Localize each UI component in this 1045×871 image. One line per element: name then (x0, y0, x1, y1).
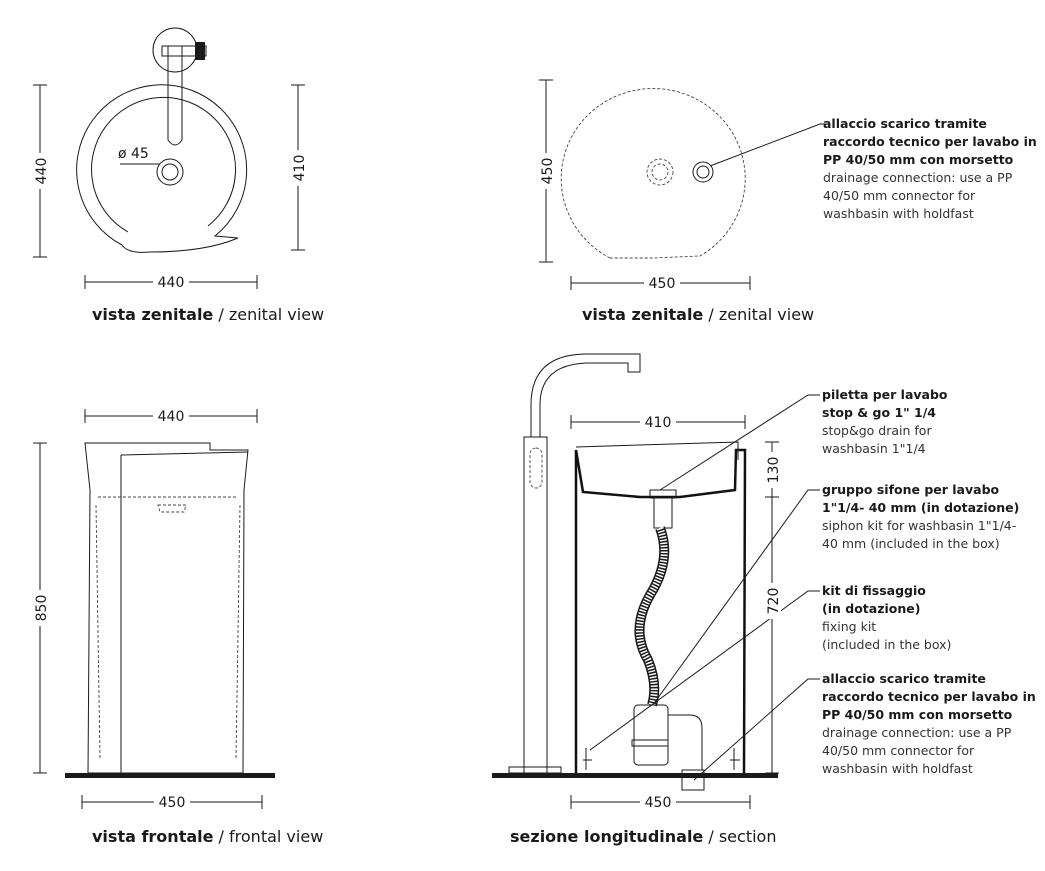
svg-text:drainage connection: use a PP: drainage connection: use a PP (822, 725, 1012, 740)
fixing-kit (583, 748, 740, 770)
dim-height-label: 440 (34, 158, 50, 185)
basin-outline (76, 84, 248, 253)
pedestal-outline (84, 442, 249, 774)
svg-text:siphon kit for washbasin 1"1/4: siphon kit for washbasin 1"1/4- (822, 518, 1016, 533)
view-bottom-left: 440 850 450 vista frontale / frontal vie… (31, 408, 323, 846)
dim-top-label: 410 (645, 415, 672, 431)
drain-hidden-inner (651, 163, 669, 181)
drain-hidden-outer (646, 158, 674, 186)
dim-height-label: 850 (34, 595, 50, 622)
tap-lever-end (195, 42, 205, 60)
drain-connector (681, 769, 705, 791)
basin-inner-rim (91, 96, 237, 233)
svg-text:(in dotazione): (in dotazione) (822, 601, 920, 616)
tap-mixer-hidden (529, 447, 543, 489)
drain-hole-outer (156, 158, 184, 186)
view-bottom-right: 410 130 720 450 piletta per lavabo stop … (492, 353, 1036, 846)
dim-top-label: 440 (158, 409, 185, 425)
svg-text:(included in the box): (included in the box) (822, 637, 951, 652)
note-piletta: piletta per lavabo stop & go 1" 1/4 stop… (822, 387, 948, 456)
svg-text:1"1/4- 40 mm (in dotazione): 1"1/4- 40 mm (in dotazione) (822, 500, 1019, 515)
svg-text:gruppo sifone per lavabo: gruppo sifone per lavabo (822, 482, 1000, 497)
tap-base-circle (152, 27, 198, 73)
caption-bottom-left: vista frontale / frontal view (92, 827, 323, 846)
svg-text:allaccio scarico tramite: allaccio scarico tramite (822, 671, 986, 686)
svg-text:fixing kit: fixing kit (822, 619, 876, 634)
tap-spout (530, 353, 641, 437)
leader-drain-top (709, 123, 826, 167)
leader-fissaggio (589, 590, 820, 751)
svg-text:40/50 mm connector for: 40/50 mm connector for (823, 188, 976, 203)
drain-body (653, 497, 673, 529)
svg-text:allaccio scarico tramite: allaccio scarico tramite (823, 116, 987, 131)
svg-text:stop & go 1" 1/4: stop & go 1" 1/4 (822, 405, 936, 420)
tap-lever (161, 45, 207, 57)
basin-outline-dashed (560, 88, 746, 259)
dim-bottom-label: 450 (645, 795, 672, 811)
view-top-left: ø 45 440 410 440 vista zenitale / zenita… (31, 27, 324, 324)
drain-connection-inner (696, 165, 710, 179)
dim-width-label: 440 (158, 275, 185, 291)
leader-sifone (654, 489, 820, 703)
dim-height-label: 450 (540, 158, 556, 185)
note-drain-bottom: allaccio scarico tramite raccordo tecnic… (822, 671, 1036, 776)
floor-line (492, 773, 778, 778)
leader-drain-bottom (693, 678, 820, 781)
svg-text:stop&go drain for: stop&go drain for (822, 423, 932, 438)
svg-text:40 mm (included in the box): 40 mm (included in the box) (822, 536, 1000, 551)
svg-text:washbasin with holdfast: washbasin with holdfast (822, 761, 973, 776)
dim-130-label: 130 (766, 457, 782, 484)
caption-top-right: vista zenitale / zenital view (582, 305, 814, 324)
note-fissaggio: kit di fissaggio (in dotazione) fixing k… (822, 583, 951, 652)
dim-bottom-label: 450 (159, 795, 186, 811)
caption-top-left: vista zenitale / zenital view (92, 305, 324, 324)
tap-column (523, 436, 548, 774)
note-drain-top: allaccio scarico tramite raccordo tecnic… (823, 116, 1037, 221)
leader-piletta (659, 394, 820, 491)
dim-inner-label: 410 (292, 155, 308, 182)
svg-text:PP 40/50 mm con morsetto: PP 40/50 mm con morsetto (823, 152, 1014, 167)
svg-text:washbasin with holdfast: washbasin with holdfast (823, 206, 974, 221)
front-panel-edge (120, 451, 249, 773)
siphon-outlet (668, 714, 703, 770)
svg-text:raccordo tecnico per lavabo in: raccordo tecnico per lavabo in (823, 134, 1037, 149)
pedestal-section (574, 448, 747, 774)
dim-720-label: 720 (766, 588, 782, 615)
hole-diameter-label: ø 45 (118, 146, 149, 162)
svg-text:40/50 mm connector for: 40/50 mm connector for (822, 743, 975, 758)
svg-text:raccordo tecnico per lavabo in: raccordo tecnico per lavabo in (822, 689, 1036, 704)
floor-line (65, 773, 275, 778)
svg-text:drainage connection: use a PP: drainage connection: use a PP (823, 170, 1013, 185)
dim-width-label: 450 (649, 276, 676, 292)
svg-text:PP 40/50 mm con morsetto: PP 40/50 mm con morsetto (822, 707, 1013, 722)
svg-text:piletta per lavabo: piletta per lavabo (822, 387, 948, 402)
svg-text:washbasin 1"1/4: washbasin 1"1/4 (822, 441, 926, 456)
hidden-lines (95, 496, 241, 761)
note-sifone: gruppo sifone per lavabo 1"1/4- 40 mm (i… (822, 482, 1019, 551)
basin-rim (575, 441, 739, 460)
tap-base-plate (508, 766, 562, 774)
svg-text:kit di fissaggio: kit di fissaggio (822, 583, 926, 598)
drain-hole-inner (161, 163, 179, 181)
drain-connection-outer (692, 161, 714, 183)
view-top-right: 450 450 allaccio scarico tramite raccord… (537, 79, 1037, 324)
tap-spout (167, 46, 183, 146)
caption-bottom-right: sezione longitudinale / section (510, 827, 776, 846)
